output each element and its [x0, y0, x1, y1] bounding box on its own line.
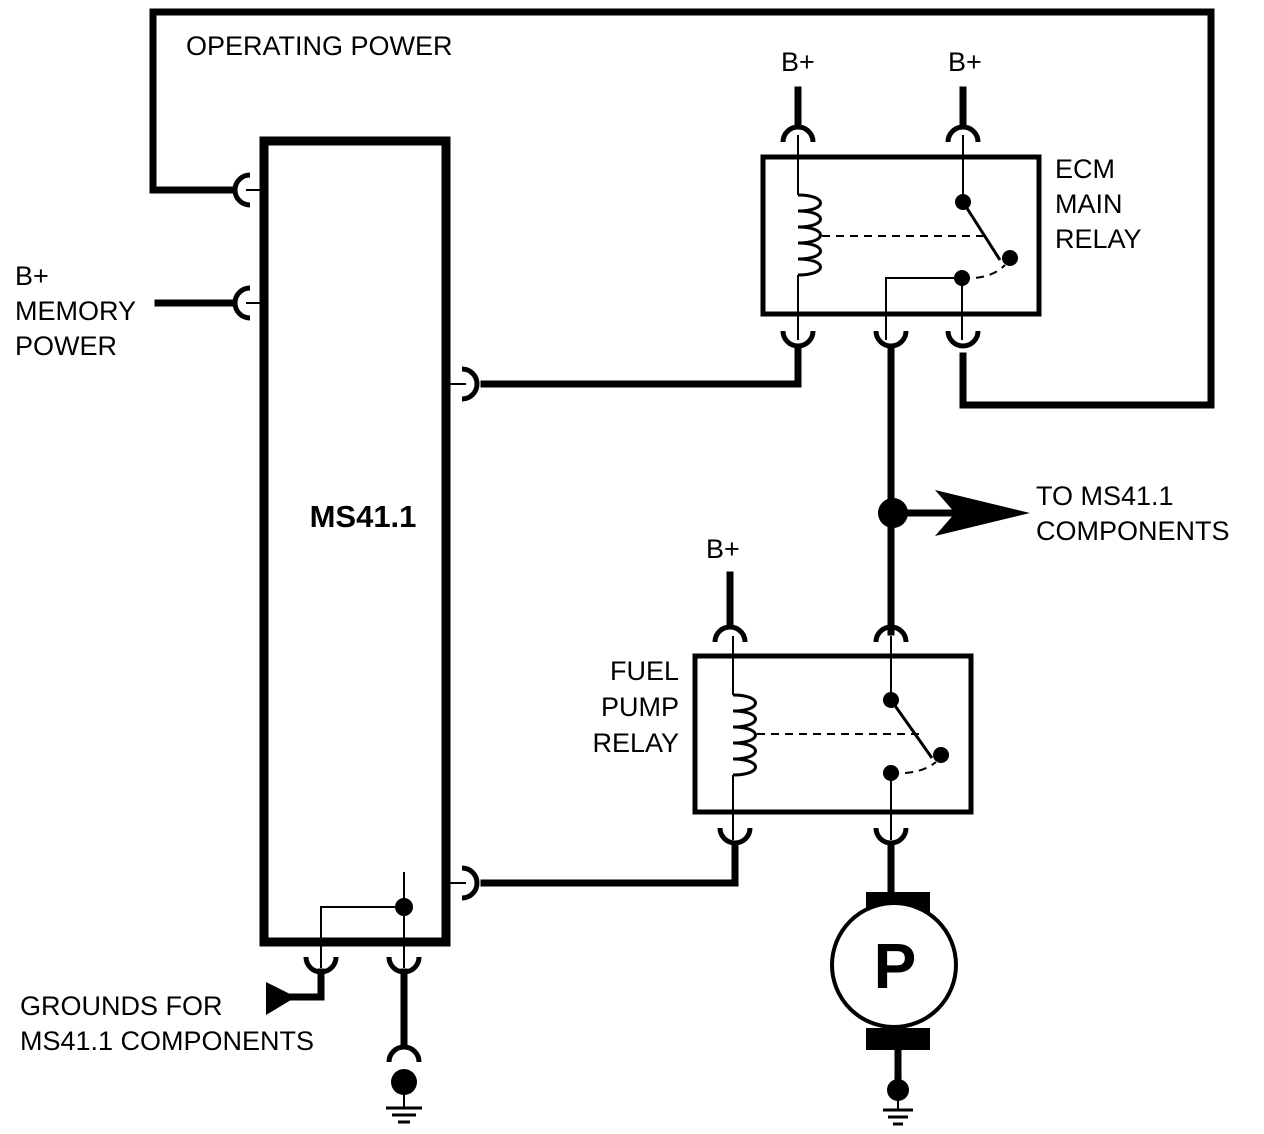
operating-power-wire	[149, 8, 1215, 409]
fuel-relay-contact	[933, 747, 949, 763]
ecm-connector-memory	[232, 285, 251, 321]
ecm-connector-main-relay	[461, 366, 480, 402]
ecm-connector-ground-1	[303, 956, 339, 975]
ecm-ground-dot	[391, 1069, 417, 1095]
ecm-component-ground-wire	[286, 968, 325, 1001]
ecm-label: MS41.1	[310, 499, 417, 534]
grounds-label: GROUNDS FOR	[20, 991, 223, 1021]
junction-dot	[878, 498, 908, 528]
main-relay-connector-top-1	[780, 124, 816, 143]
ecm-connector-fuel-relay	[461, 865, 480, 901]
grounds-label: MS41.1 COMPONENTS	[20, 1026, 314, 1056]
memory-power-label: POWER	[15, 331, 117, 361]
fuel-relay-connector-top-1	[712, 624, 748, 643]
fuel-pump-relay-label: PUMP	[601, 692, 679, 722]
fuel-relay-control-wire	[480, 844, 739, 887]
fuel-pump-relay-label: FUEL	[610, 656, 679, 686]
main-relay-coil-icon	[797, 193, 822, 277]
fuel-pump-relay-box	[692, 653, 974, 815]
main-relay-connector-bottom-2	[873, 330, 909, 349]
fuel-relay-contact-link	[890, 761, 937, 775]
main-relay-switch-arm	[961, 201, 1002, 261]
to-components-arrow	[935, 490, 1030, 536]
ecm-main-relay-label: ECM	[1055, 154, 1115, 184]
pump-brush-bottom	[866, 1028, 930, 1050]
to-components-label: TO MS41.1	[1036, 481, 1174, 511]
ecm-internal-ground	[320, 906, 404, 942]
ecm-connector-operating	[232, 172, 251, 208]
main-relay-connector-bottom-1	[780, 330, 816, 349]
ecm-main-relay-label: RELAY	[1055, 224, 1142, 254]
fuel-relay-coil-icon	[732, 693, 757, 777]
fuel-relay-connector-bottom-1	[717, 827, 753, 846]
bplus-memory-label: B+	[15, 261, 49, 291]
ecm-main-relay-box	[760, 154, 1042, 317]
ecm-box	[259, 136, 451, 947]
bplus-label: B+	[706, 534, 740, 564]
ecm-internal-ground-dot	[395, 898, 413, 916]
bplus-label: B+	[781, 47, 815, 77]
ecm-ground-connector	[386, 1044, 422, 1063]
main-relay-contact	[1002, 250, 1018, 266]
main-relay-contact-link	[961, 264, 1006, 280]
main-relay-output-lead	[885, 277, 962, 340]
ecm-main-relay-label: MAIN	[1055, 189, 1123, 219]
to-components-label: COMPONENTS	[1036, 516, 1230, 546]
main-relay-connector-top-2	[945, 124, 981, 143]
operating-power-label: OPERATING POWER	[186, 31, 453, 61]
fuel-pump-icon	[830, 901, 958, 1029]
bplus-label: B+	[948, 47, 982, 77]
main-relay-connector-bottom-3	[945, 330, 981, 349]
memory-power-label: MEMORY	[15, 296, 136, 326]
component-ground-triangle	[266, 982, 296, 1015]
main-relay-control-wire	[480, 344, 802, 388]
fuel-pump-relay-label: RELAY	[592, 728, 679, 758]
fuel-relay-switch-arm	[889, 699, 934, 759]
pump-ground-dot	[887, 1079, 909, 1101]
pump-label: P	[874, 930, 917, 1002]
fuel-relay-connector-bottom-2	[873, 827, 909, 846]
fuel-relay-connector-top-2	[873, 624, 909, 643]
ecm-connector-ground-2	[386, 956, 422, 975]
